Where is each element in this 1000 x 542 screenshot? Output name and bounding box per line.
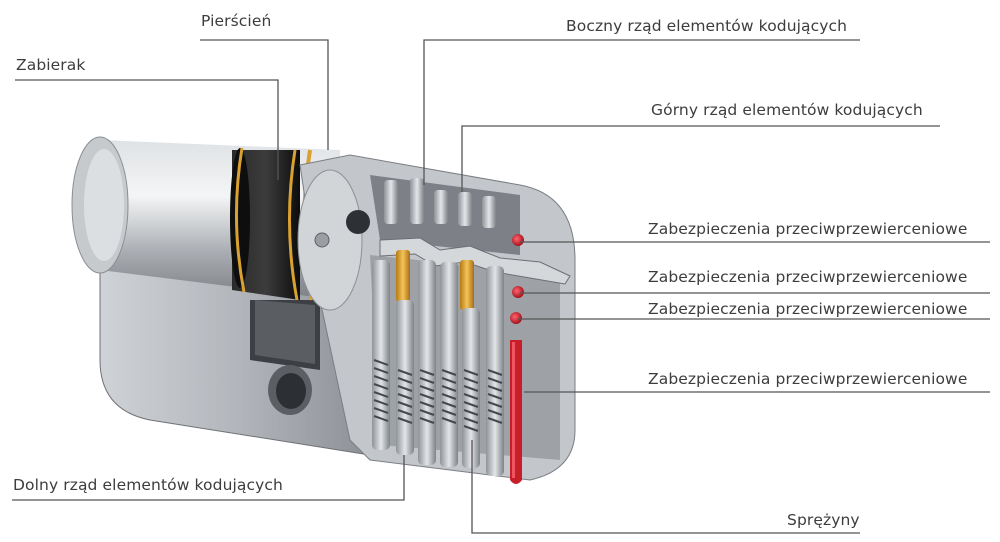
label-zabezp-2: Zabezpieczenia przeciwprzewierceniowe — [648, 268, 968, 286]
label-boczny: Boczny rząd elementów kodujących — [566, 17, 848, 35]
leader-line-pierscien — [200, 39, 329, 150]
leader-line-boczny — [423, 39, 860, 185]
screw-hole — [268, 365, 312, 415]
leader-line-zabierak — [15, 79, 279, 180]
leader-line-gorny — [461, 125, 940, 192]
label-zabezp-4: Zabezpieczenia przeciwprzewierceniowe — [648, 370, 968, 388]
lock-cylinder — [71, 136, 576, 484]
label-zabierak: Zabierak — [16, 56, 86, 74]
leader-lines — [12, 39, 990, 534]
springs — [373, 359, 503, 432]
key-blade — [379, 237, 571, 285]
black-ring — [230, 147, 300, 301]
leader-line-dolny — [12, 455, 405, 501]
label-zabezp-1: Zabezpieczenia przeciwprzewierceniowe — [648, 220, 968, 238]
label-zabezp-3: Zabezpieczenia przeciwprzewierceniowe — [648, 300, 968, 318]
label-pierscien: Pierścień — [201, 12, 272, 30]
brass-pin — [396, 250, 410, 302]
brass-pin — [460, 260, 474, 310]
label-gorny: Górny rząd elementów kodujących — [651, 101, 923, 119]
label-sprezyny: Sprężyny — [787, 511, 860, 529]
leader-line-sprezyny — [471, 440, 860, 534]
top-coding-pins — [384, 178, 496, 228]
anti-drill-inserts — [510, 234, 524, 484]
label-dolny: Dolny rząd elementów kodujących — [13, 476, 283, 494]
